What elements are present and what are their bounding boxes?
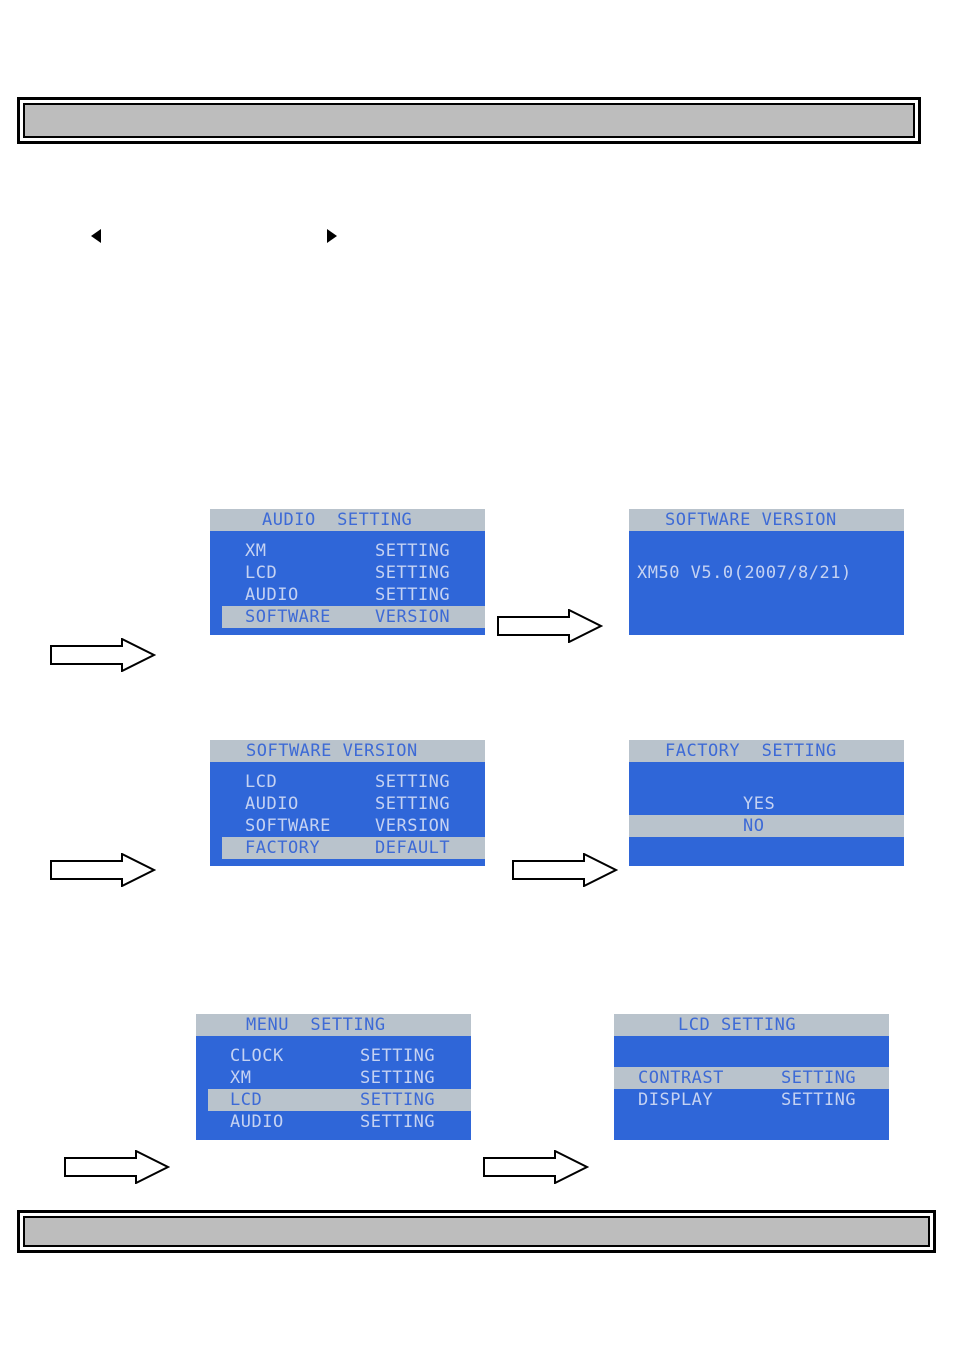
- menu-item-label: LCD: [245, 772, 278, 792]
- right-arrow-icon: [497, 609, 603, 643]
- menu-item-label: AUDIO: [245, 794, 299, 814]
- menu-item-value-selected: VERSION: [375, 607, 451, 627]
- selection-highlight: [222, 606, 485, 628]
- menu-item-value: SETTING: [375, 772, 451, 792]
- menu-item-value: VERSION: [375, 816, 451, 836]
- menu-item-value-selected: DEFAULT: [375, 838, 451, 858]
- lcd-title: AUDIO SETTING: [262, 510, 413, 530]
- right-arrow-icon: [327, 229, 337, 243]
- right-arrow-icon: [50, 638, 156, 672]
- lcd-screen-software-version-menu: SOFTWARE VERSION LCD SETTING AUDIO SETTI…: [210, 740, 485, 866]
- lcd-screen-software-version: SOFTWARE VERSION XM50 V5.0(2007/8/21): [629, 509, 904, 635]
- lcd-screen-audio-setting: AUDIO SETTING XM SETTING LCD SETTING AUD…: [210, 509, 485, 635]
- menu-item-value: SETTING: [375, 794, 451, 814]
- menu-item-label-selected: FACTORY: [245, 838, 321, 858]
- menu-item-label-selected: SOFTWARE: [245, 607, 331, 627]
- lcd-title: LCD SETTING: [678, 1015, 797, 1035]
- menu-item-label-selected: CONTRAST: [638, 1068, 724, 1088]
- left-arrow-icon: [91, 229, 101, 243]
- section-header-banner-top: [17, 97, 921, 144]
- menu-item-label: AUDIO: [245, 585, 299, 605]
- right-arrow-icon: [512, 853, 618, 887]
- lcd-title: SOFTWARE VERSION: [246, 741, 418, 761]
- menu-item-label: LCD: [245, 563, 278, 583]
- menu-item-label: SOFTWARE: [245, 816, 331, 836]
- menu-item-value-selected: SETTING: [360, 1090, 436, 1110]
- lcd-screen-lcd-setting: LCD SETTING CONTRAST SETTING DISPLAY SET…: [614, 1014, 889, 1140]
- menu-item-value: SETTING: [375, 563, 451, 583]
- selection-highlight: [614, 1067, 889, 1089]
- lcd-screen-factory-setting: FACTORY SETTING YES NO: [629, 740, 904, 866]
- right-arrow-icon: [64, 1150, 170, 1184]
- selection-highlight: [208, 1089, 471, 1111]
- menu-item-label: DISPLAY: [638, 1090, 714, 1110]
- lcd-title: MENU SETTING: [246, 1015, 386, 1035]
- menu-item-label: AUDIO: [230, 1112, 284, 1132]
- right-arrow-icon: [50, 853, 156, 887]
- lcd-screen-menu-setting: MENU SETTING CLOCK SETTING XM SETTING LC…: [196, 1014, 471, 1140]
- right-arrow-icon: [483, 1150, 589, 1184]
- menu-item-label: XM: [245, 541, 267, 561]
- menu-item-label: CLOCK: [230, 1046, 284, 1066]
- menu-item-value: SETTING: [360, 1112, 436, 1132]
- menu-item-label-selected: LCD: [230, 1090, 263, 1110]
- option-yes: YES: [743, 794, 776, 814]
- menu-item-value-selected: SETTING: [781, 1068, 857, 1088]
- menu-item-label: XM: [230, 1068, 252, 1088]
- lcd-title: SOFTWARE VERSION: [665, 510, 837, 530]
- section-header-banner-bottom: [17, 1210, 936, 1253]
- selection-highlight: [222, 837, 485, 859]
- option-no-selected: NO: [743, 816, 765, 836]
- menu-item-value: SETTING: [375, 541, 451, 561]
- menu-item-value: SETTING: [781, 1090, 857, 1110]
- menu-item-value: SETTING: [375, 585, 451, 605]
- menu-item-value: SETTING: [360, 1046, 436, 1066]
- lcd-title: FACTORY SETTING: [665, 741, 837, 761]
- selection-highlight: [629, 815, 904, 837]
- menu-item-value: SETTING: [360, 1068, 436, 1088]
- software-version-text: XM50 V5.0(2007/8/21): [637, 563, 852, 583]
